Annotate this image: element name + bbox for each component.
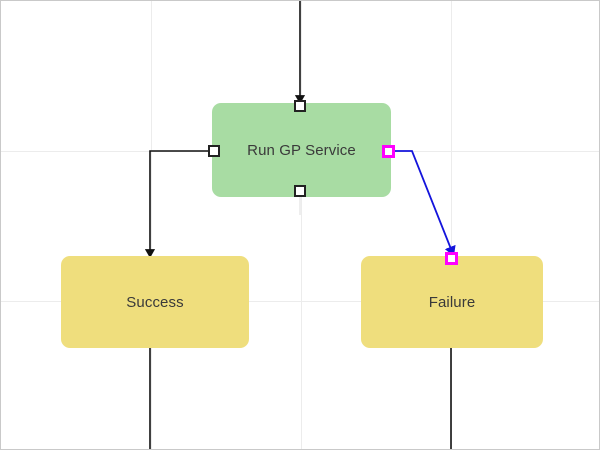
node-run-gp-service[interactable]: Run GP Service (212, 103, 391, 197)
node-success[interactable]: Success (61, 256, 249, 348)
edge-run-gp-service-to-success[interactable] (144, 150, 208, 259)
edge-run-gp-service-to-failure[interactable] (395, 150, 456, 257)
node-run-gp-service-port-left[interactable] (208, 145, 220, 157)
node-run-gp-service-port-top[interactable] (294, 100, 306, 112)
node-failure[interactable]: Failure (361, 256, 543, 348)
node-run-gp-service-port-right[interactable] (382, 145, 395, 158)
node-failure-port-top[interactable] (445, 252, 458, 265)
node-label-run-gp-service: Run GP Service (247, 141, 356, 159)
node-label-success: Success (126, 293, 184, 311)
node-label-failure: Failure (428, 293, 476, 311)
node-run-gp-service-port-bottom[interactable] (294, 185, 306, 197)
